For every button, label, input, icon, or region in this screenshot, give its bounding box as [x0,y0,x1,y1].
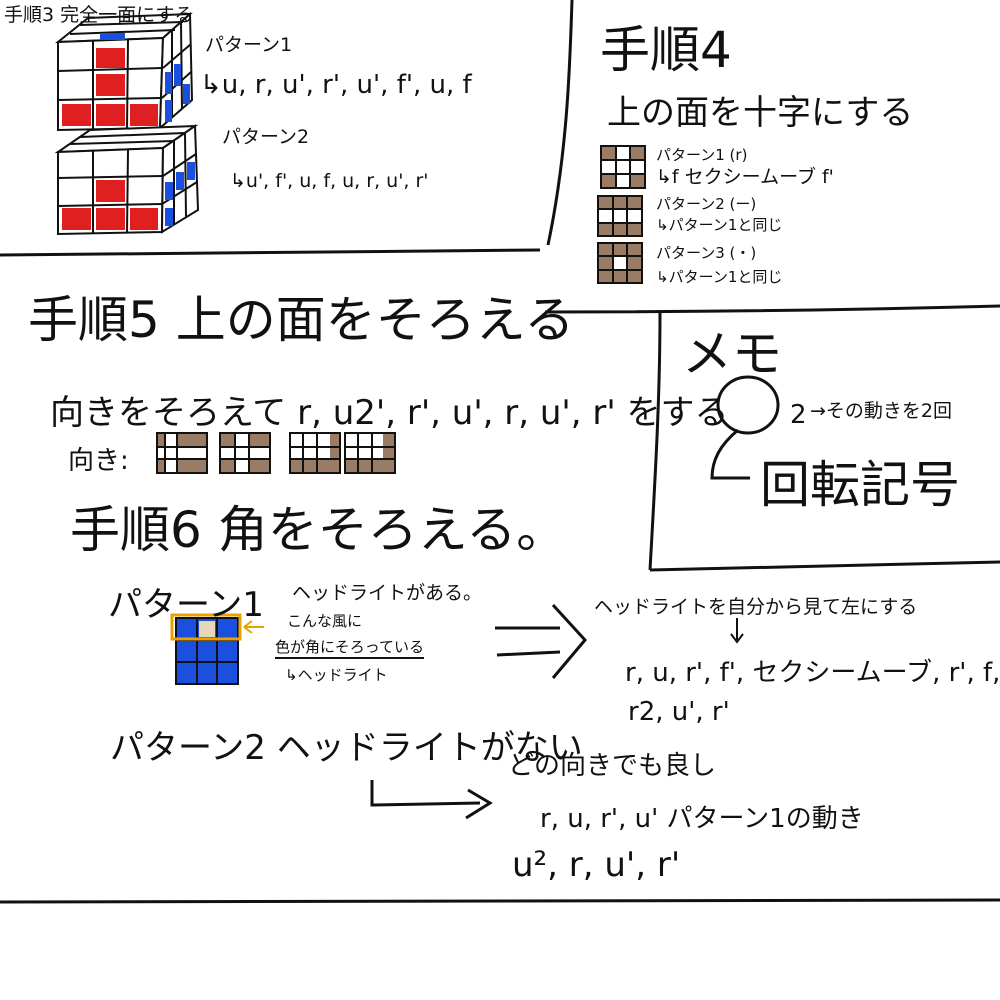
pattern2-hook-arrow [370,780,493,820]
memo-rotation-diagram [710,375,780,480]
step6-p2-moves2: u², r, u', r' [512,845,681,885]
step4-title: 手順4 [600,21,732,79]
step6-callout-line3: ↳ヘッドライト [285,666,388,684]
step5-grid-1 [156,432,208,474]
step6-callout-line2: 色が角にそろっている [275,636,424,659]
step3-pattern2-moves: ↳u', f', u, f, u, r, u', r' [230,170,429,192]
step5-title: 手順5 上の面をそろえる [28,291,575,349]
memo-title: メモ [682,325,782,383]
step4-p3-label: パターン3 (・) [656,244,757,262]
step5-orientation-label: 向き: [68,446,129,476]
step4-grid-pattern2 [597,195,643,237]
step3-title: 手順3 完全一面にする [4,4,194,26]
step6-right-moves2: r2, u', r' [628,697,730,727]
step5-grid-4 [344,432,396,474]
divider-step3-bottom [0,248,541,257]
step6-pattern1-label: パターン1 [108,585,264,625]
step3-pattern2-label: パターン2 [222,126,310,148]
step6-any-orientation: どの向きでも良し [508,751,717,781]
step5-grid-3 [289,432,341,474]
divider-step4-bottom [544,304,1000,314]
step4-subtitle: 上の面を十字にする [607,93,914,133]
memo-note: →その動きを2回 [810,400,953,422]
step6-right-note: ヘッドライトを自分から見て左にする [594,596,918,618]
step6-headlight-exists: ヘッドライトがある。 [292,582,483,604]
divider-memo-bottom [649,560,1000,572]
step5-grid-2 [219,432,271,474]
step4-grid-pattern1 [600,145,646,189]
step6-headlight-grid [170,613,264,685]
step6-p2-moves: r, u, r', u' パターン1の動き [540,804,864,834]
divider-memo-left [648,311,662,571]
step5-instruction: 向きをそろえて r, u2', r', u', r, u', r' をする [50,393,729,433]
step3-pattern1-label: パターン1 [205,34,293,56]
step6-implies-arrow [495,603,587,679]
step3-pattern1-moves: ↳u, r, u', r', u', f', u, f [200,70,472,100]
step6-pattern2-label: パターン2 ヘッドライトがない [110,728,583,768]
memo-rotation: 回転記号 [760,456,960,514]
step4-p3-moves: ↳パターン1と同じ [656,268,783,286]
step6-callout-line1: こんな風に [287,612,363,630]
f-prime-pointer [730,618,744,644]
step4-p2-label: パターン2 (ー) [656,195,757,213]
memo-two: 2 [790,400,807,430]
step6-title: 手順6 角をそろえる。 [70,501,567,559]
step6-right-moves: r, u, r', f', セクシームーブ, r', f, [625,658,1000,688]
divider-top-vertical [546,0,574,246]
step4-p1-moves: ↳f セクシームーブ f' [656,166,834,188]
step4-p1-label: パターン1 (r) [656,146,748,164]
step4-grid-pattern3 [597,242,643,284]
step4-p2-moves: ↳パターン1と同じ [656,216,783,234]
divider-bottom [0,897,1000,904]
